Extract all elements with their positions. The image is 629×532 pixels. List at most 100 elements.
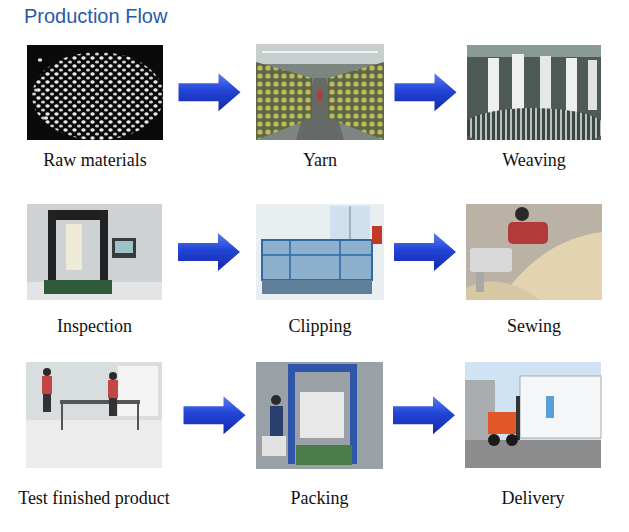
photo-detail (61, 404, 63, 430)
photo-detail (288, 364, 295, 464)
caption-row: Yarn (256, 150, 384, 171)
step-caption: Raw materials (43, 150, 146, 171)
process-step: Clipping (256, 204, 384, 337)
process-step: Yarn (256, 44, 384, 171)
step-caption: Delivery (502, 488, 565, 509)
photo-detail (43, 394, 51, 412)
photo-detail (318, 90, 322, 101)
flow-arrow (393, 396, 455, 434)
photo-detail (42, 376, 52, 394)
photo-detail (470, 248, 512, 272)
raw-materials-photo (27, 45, 163, 140)
photo-detail (66, 224, 82, 270)
photo-detail (466, 204, 602, 300)
photo-detail (262, 240, 372, 280)
photo-detail (27, 204, 162, 300)
caption-row: Clipping (256, 316, 384, 337)
photo-detail (256, 44, 384, 64)
caption-row: Weaving (467, 150, 601, 171)
photo-detail (467, 45, 601, 57)
photo-detail (300, 392, 344, 438)
photo-slot (27, 45, 163, 140)
photo-detail (256, 44, 384, 140)
photo-detail (48, 210, 108, 220)
photo-detail (515, 207, 529, 221)
photo-detail (372, 226, 382, 244)
photo-detail (540, 56, 551, 112)
photo-detail (588, 60, 597, 110)
process-step: Test finished product (15, 362, 173, 509)
caption-row: Packing (256, 488, 383, 509)
diagram-title: Production Flow (24, 4, 167, 28)
photo-detail (256, 362, 383, 469)
photo-detail (328, 62, 384, 140)
caption-row: Inspection (27, 316, 162, 337)
photo-detail (60, 400, 140, 404)
photo-detail (109, 372, 117, 380)
photo-detail (100, 210, 108, 290)
step-caption: Test finished product (18, 488, 170, 509)
step-caption: Packing (291, 488, 349, 509)
photo-detail (488, 434, 500, 446)
photo-detail (516, 396, 520, 440)
photo-detail (32, 52, 163, 140)
photo-detail (546, 396, 554, 418)
photo-detail (108, 380, 118, 398)
photo-detail (43, 368, 51, 376)
step-caption: Sewing (507, 316, 561, 337)
process-step: Inspection (27, 204, 162, 337)
photo-slot (27, 204, 162, 300)
photo-detail (262, 254, 372, 256)
photo-detail (270, 406, 283, 436)
photo-detail (488, 58, 499, 113)
caption-row: Raw materials (27, 150, 163, 171)
photo-detail (271, 395, 281, 405)
process-step: Weaving (467, 45, 601, 171)
yarn-photo (256, 44, 384, 140)
caption-row: Sewing (466, 316, 602, 337)
photo-slot (256, 44, 384, 140)
inspection-photo (27, 204, 162, 300)
photo-detail (465, 440, 601, 468)
photo-detail (48, 210, 56, 290)
photo-detail (465, 362, 601, 468)
photo-detail (115, 241, 133, 253)
photo-detail (476, 272, 484, 292)
flow-arrow (178, 233, 240, 271)
photo-detail (512, 54, 524, 112)
photo-detail (296, 445, 352, 465)
photo-detail (26, 362, 162, 468)
photo-detail (349, 206, 351, 242)
weaving-photo (467, 45, 601, 140)
caption-row: Delivery (465, 488, 601, 509)
photo-detail (506, 434, 518, 446)
step-caption: Inspection (57, 316, 132, 337)
flow-arrow (184, 396, 246, 434)
step-caption: Yarn (303, 150, 337, 171)
packing-photo (256, 362, 383, 469)
photo-detail (262, 436, 286, 456)
photo-slot (15, 362, 173, 468)
flow-arrow (395, 73, 457, 111)
delivery-photo (465, 362, 601, 468)
flow-arrow (179, 73, 241, 111)
step-caption: Clipping (288, 316, 351, 337)
photo-detail (34, 88, 38, 91)
caption-row: Test finished product (15, 488, 173, 509)
photo-detail (262, 51, 378, 53)
photo-detail (137, 404, 139, 430)
photo-detail (488, 412, 518, 434)
sewing-photo (466, 204, 602, 300)
flow-arrow (394, 233, 456, 271)
photo-slot (256, 204, 384, 300)
photo-detail (112, 238, 136, 258)
photo-detail (289, 240, 291, 280)
photo-slot (465, 362, 601, 468)
photo-detail (288, 364, 357, 372)
process-step: Sewing (466, 204, 602, 337)
photo-detail (44, 280, 112, 294)
photo-detail (38, 58, 42, 61)
